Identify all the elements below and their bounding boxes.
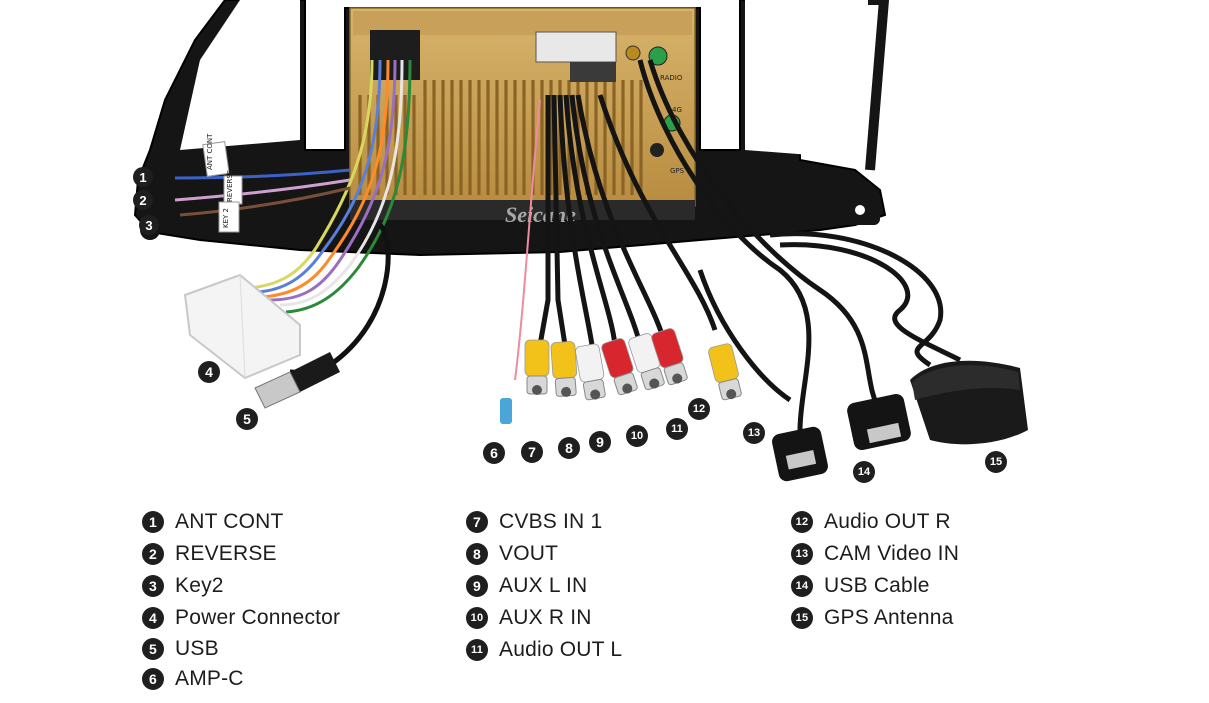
marker-13: 13 [743, 422, 765, 444]
rca-plugs [500, 328, 742, 424]
rca-cables [514, 94, 718, 381]
marker-6: 6 [483, 442, 505, 464]
legend-label: AUX L IN [499, 574, 588, 597]
tag-ant-cont: ANT CONT [206, 133, 214, 170]
legend-label: USB Cable [824, 574, 930, 597]
legend-label: AMP-C [175, 667, 244, 690]
rca-plug [628, 333, 665, 391]
rca-plug [601, 338, 638, 396]
marker-12: 12 [688, 398, 710, 420]
tag-reverse: REVERSE [226, 170, 234, 202]
marker-9: 9 [589, 431, 611, 453]
radio-port-label: RADIO [660, 74, 683, 82]
marker-2: 2 [133, 190, 153, 210]
wire-tags: ANT CONT REVERSE KEY 2 [202, 133, 243, 233]
legend-label: Audio OUT R [824, 510, 951, 533]
legend-label: REVERSE [175, 542, 277, 565]
marker-11: 11 [666, 418, 688, 440]
legend-label: Power Connector [175, 606, 341, 629]
marker-1: 1 [133, 167, 153, 187]
legend-label: CVBS IN 1 [499, 510, 603, 533]
marker-4: 4 [198, 361, 220, 383]
gps-port-label: GPS [670, 167, 685, 175]
marker-7: 7 [521, 441, 543, 463]
marker-14: 14 [853, 461, 875, 483]
rca-plug [708, 343, 742, 401]
marker-15: 15 [985, 451, 1007, 473]
legend-label: USB [175, 637, 219, 660]
wiring-illustration: RADIO 4G GPS Seicane ANT CONT REVERSE KE… [133, 0, 1028, 482]
legend-label: Key2 [175, 574, 224, 597]
legend-label: GPS Antenna [824, 606, 954, 629]
power-connector [183, 273, 301, 380]
legend-label: AUX R IN [499, 606, 592, 629]
marker-8: 8 [558, 437, 580, 459]
usb-gps-cables [637, 59, 962, 431]
4g-port-label: 4G [672, 106, 682, 114]
legend-label: ANT CONT [175, 510, 284, 533]
legend-label: CAM Video IN [824, 542, 960, 565]
usb-sockets [772, 393, 911, 482]
rca-plug [550, 341, 578, 397]
legend-label: Audio OUT L [499, 638, 623, 661]
usb-plug [254, 352, 340, 409]
watermark-logo: Seicane [505, 202, 576, 227]
rca-plug [651, 328, 688, 386]
rca-plug [575, 343, 606, 401]
rca-plug [524, 339, 550, 395]
gps-antenna [910, 360, 1028, 445]
legend-label: VOUT [499, 542, 559, 565]
marker-10: 10 [626, 425, 648, 447]
marker-3: 3 [139, 215, 159, 235]
marker-5: 5 [236, 408, 258, 430]
harness-wires [174, 59, 412, 376]
tag-key2: KEY 2 [222, 208, 230, 228]
